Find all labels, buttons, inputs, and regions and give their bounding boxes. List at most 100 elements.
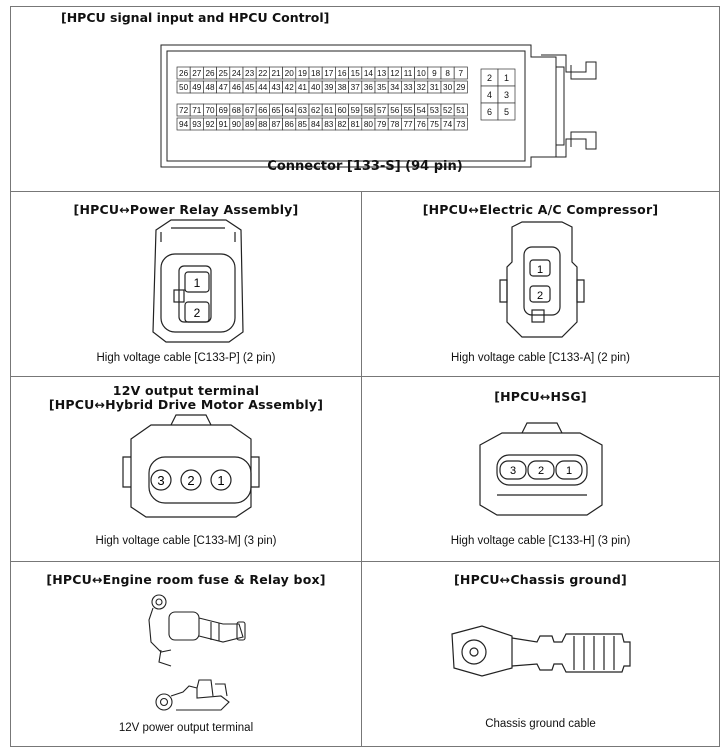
pin-number: 38 — [337, 83, 347, 92]
pin-number: 20 — [285, 69, 295, 78]
pin-number: 62 — [311, 106, 321, 115]
motor-cell: 12V output terminal [HPCU↔Hybrid Drive M… — [10, 376, 362, 562]
pin-number: 19 — [298, 69, 308, 78]
pin-number: 72 — [179, 106, 189, 115]
pin-number: 47 — [219, 83, 229, 92]
ac-compressor-pin-1: 1 — [537, 264, 543, 276]
chassis-ground-cell: [HPCU↔Chassis ground] Chassis ground cab… — [361, 561, 720, 747]
power-relay-pin-1: 1 — [194, 276, 201, 290]
ac-compressor-title: [HPCU↔Electric A/C Compressor] — [422, 202, 659, 217]
chassis-ground-title: [HPCU↔Chassis ground] — [454, 572, 627, 587]
ac-compressor-cell: [HPCU↔Electric A/C Compressor] 1 2 High … — [361, 191, 720, 377]
pin-number: 31 — [430, 83, 440, 92]
pin-number: 52 — [443, 106, 453, 115]
motor-connector-drawing: 3 2 1 — [122, 414, 260, 518]
side-pin-number: 5 — [504, 107, 509, 117]
pin-number: 60 — [337, 106, 347, 115]
pin-number: 53 — [430, 106, 440, 115]
pin-number: 76 — [417, 120, 427, 129]
pin-number: 58 — [364, 106, 374, 115]
power-relay-caption: High voltage cable [C133-P] (2 pin) — [96, 352, 276, 364]
pin-number: 40 — [311, 83, 321, 92]
pin-number: 88 — [258, 120, 268, 129]
pin-number: 45 — [245, 83, 255, 92]
pin-number: 63 — [298, 106, 308, 115]
pin-number: 43 — [271, 83, 281, 92]
pin-number: 73 — [456, 120, 466, 129]
pin-number: 39 — [324, 83, 334, 92]
pin-number: 70 — [205, 106, 215, 115]
pin-number: 29 — [456, 83, 466, 92]
pin-number: 49 — [192, 83, 202, 92]
pin-number: 66 — [258, 106, 268, 115]
pin-number: 18 — [311, 69, 321, 78]
ac-compressor-caption: High voltage cable [C133-A] (2 pin) — [451, 352, 630, 364]
pin-number: 74 — [443, 120, 453, 129]
pin-number: 87 — [271, 120, 281, 129]
pin-number: 82 — [337, 120, 347, 129]
pin-number: 24 — [232, 69, 242, 78]
hsg-pin-1: 1 — [566, 465, 572, 477]
pin-number: 46 — [232, 83, 242, 92]
chassis-ground-cable-drawing — [451, 625, 631, 677]
pin-number: 75 — [430, 120, 440, 129]
pin-number: 67 — [245, 106, 255, 115]
pin-number: 64 — [285, 106, 295, 115]
pin-number: 69 — [219, 106, 229, 115]
motor-title-line1: 12V output terminal — [112, 383, 260, 398]
motor-title-line2: [HPCU↔Hybrid Drive Motor Assembly] — [48, 397, 324, 412]
pin-number: 21 — [271, 69, 281, 78]
pin-number: 85 — [298, 120, 308, 129]
pin-number: 16 — [337, 69, 347, 78]
pin-number: 12 — [390, 69, 400, 78]
pin-cell — [453, 80, 468, 94]
pin-cell — [453, 117, 468, 131]
pin-number: 92 — [205, 120, 215, 129]
pin-number: 90 — [232, 120, 242, 129]
pin-number: 27 — [192, 69, 202, 78]
fuse-box-terminal-drawing — [148, 594, 246, 711]
pin-number: 91 — [219, 120, 229, 129]
pin-number: 54 — [417, 106, 427, 115]
pin-number: 9 — [432, 69, 437, 78]
pin-number: 26 — [179, 69, 189, 78]
pin-number: 61 — [324, 106, 334, 115]
pin-cell — [453, 66, 468, 80]
pin-number: 13 — [377, 69, 387, 78]
top-title: [HPCU signal input and HPCU Control] — [61, 10, 330, 25]
pin-number: 65 — [271, 106, 281, 115]
pin-number: 89 — [245, 120, 255, 129]
pin-number: 57 — [377, 106, 387, 115]
pin-number: 10 — [417, 69, 427, 78]
pin-number: 56 — [390, 106, 400, 115]
pin-number: 30 — [443, 83, 453, 92]
pin-number: 83 — [324, 120, 334, 129]
pin-number: 80 — [364, 120, 374, 129]
hsg-pin-3: 3 — [510, 465, 516, 477]
pin-number: 11 — [404, 69, 413, 78]
pin-number: 26 — [205, 69, 215, 78]
pin-number: 77 — [403, 120, 413, 129]
connector-label: Connector [133-S] (94 pin) — [267, 159, 463, 174]
hsg-title: [HPCU↔HSG] — [494, 389, 587, 404]
pin-number: 78 — [390, 120, 400, 129]
pin-number: 32 — [417, 83, 427, 92]
pin-number: 14 — [364, 69, 374, 78]
pin-number: 36 — [364, 83, 374, 92]
motor-caption: High voltage cable [C133-M] (3 pin) — [95, 535, 277, 547]
pin-number: 59 — [351, 106, 361, 115]
pin-number: 41 — [298, 83, 308, 92]
hsg-pin-2: 2 — [538, 465, 544, 477]
pin-number: 17 — [324, 69, 334, 78]
pin-number: 50 — [179, 83, 189, 92]
pin-number: 68 — [232, 106, 242, 115]
pin-number: 94 — [179, 120, 189, 129]
side-pin-number: 1 — [504, 73, 509, 83]
side-pin-number: 6 — [487, 107, 492, 117]
power-relay-pin-2: 2 — [194, 306, 201, 320]
ac-compressor-connector-drawing: 1 2 — [499, 221, 585, 338]
